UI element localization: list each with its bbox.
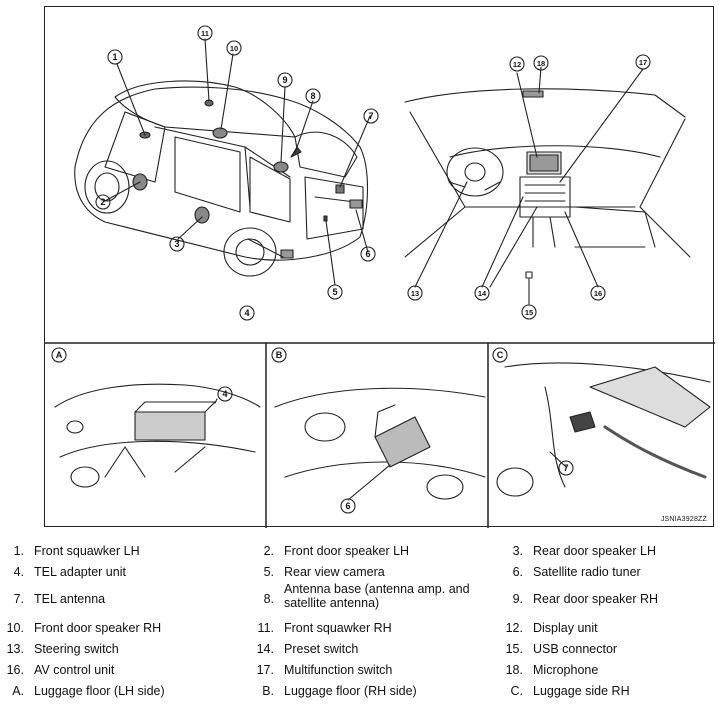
- panel-a-callout: 4: [222, 389, 227, 399]
- callout-2: 2: [100, 197, 105, 207]
- panel-b-illustration: [274, 387, 486, 514]
- legend-item-label: TEL antenna: [34, 592, 106, 606]
- legend-item-label: Front door speaker LH: [284, 544, 410, 558]
- legend-item-number: 11.: [257, 621, 274, 635]
- legend-item-label: Front door speaker RH: [34, 621, 162, 635]
- callout-14: 14: [478, 289, 487, 298]
- legend-item-number: 8.: [263, 592, 274, 606]
- legend-item-label: Microphone: [533, 663, 599, 677]
- legend-item-label: USB connector: [533, 642, 618, 656]
- callout-1: 1: [112, 52, 117, 62]
- legend-item-number: 5.: [263, 565, 274, 579]
- legend-item-number: C.: [510, 684, 524, 698]
- callout-12: 12: [513, 60, 521, 69]
- panel-a-letter: A: [56, 350, 63, 360]
- legend-item-label: Antenna base (antenna amp. and satellite…: [284, 582, 470, 610]
- legend-item-number: 2.: [263, 544, 274, 558]
- legend-item-number: 10.: [6, 621, 24, 635]
- callout-17: 17: [639, 58, 647, 67]
- legend-item-number: 12.: [505, 621, 523, 635]
- legend-item-number: 15.: [505, 642, 523, 656]
- callout-3: 3: [174, 239, 179, 249]
- vehicle-exterior-illustration: [74, 38, 371, 286]
- legend-item-label: Luggage floor (LH side): [34, 684, 165, 698]
- legend-item-number: 18.: [505, 663, 523, 677]
- legend-item-label: TEL adapter unit: [34, 565, 126, 579]
- legend-item-number: 6.: [512, 565, 523, 579]
- legend-row: 7. TEL antenna 8. Antenna base (antenna amp…: [0, 582, 719, 610]
- callout-10: 10: [230, 44, 238, 53]
- callout-9: 9: [282, 75, 287, 85]
- component-location-figure: 1 2 3 4 5 6 7 8 9 10 11 12 13 14 15 16 1…: [44, 6, 715, 528]
- legend-row: 16. AV control unit 17. Multifunction switc…: [0, 660, 719, 680]
- legend-item-label: Front squawker LH: [34, 544, 140, 558]
- callout-16: 16: [594, 289, 602, 298]
- legend-item-number: 9.: [512, 592, 523, 606]
- panel-c-illustration: [496, 362, 711, 497]
- legend-item-number: 17.: [256, 663, 274, 677]
- vehicle-interior-illustration: [404, 66, 691, 305]
- legend-item-number: 14.: [256, 642, 274, 656]
- legend-item-label: AV control unit: [34, 663, 115, 677]
- panel-c-letter: C: [497, 350, 504, 360]
- legend-item-number: 4.: [13, 565, 24, 579]
- figure-code: JSNIA3928ZZ: [660, 516, 707, 523]
- legend-item-number: 3.: [512, 544, 523, 558]
- legend-item-label: Steering switch: [34, 642, 119, 656]
- panel-c-callout: 7: [563, 463, 568, 473]
- legend-item-label: Satellite radio tuner: [533, 565, 641, 579]
- callout-15: 15: [525, 308, 533, 317]
- legend-row: 10. Front door speaker RH 11. Front squawke…: [0, 618, 719, 638]
- legend-row: 1. Front squawker LH 2. Front door speaker …: [0, 541, 719, 561]
- callout-8: 8: [310, 91, 315, 101]
- legend-item-label: Luggage side RH: [533, 684, 630, 698]
- legend-row: A. Luggage floor (LH side) B. Luggage floor…: [0, 681, 719, 701]
- legend-item-number: A.: [12, 684, 24, 698]
- callout-18: 18: [537, 59, 545, 68]
- panel-b-callout: 6: [345, 501, 350, 511]
- legend-item-label: Front squawker RH: [284, 621, 392, 635]
- legend-item-label: Rear door speaker RH: [533, 592, 659, 606]
- callout-6: 6: [365, 249, 370, 259]
- legend-item-label: Multifunction switch: [284, 663, 393, 677]
- legend-row: 4. TEL adapter unit 5. Rear view camera 6. Sa…: [0, 562, 719, 582]
- callout-4: 4: [244, 308, 249, 318]
- legend-item-label: Display unit: [533, 621, 598, 635]
- legend-item-label: Rear view camera: [284, 565, 385, 579]
- exterior-callouts: [95, 25, 379, 321]
- legend-item-number: 1.: [13, 544, 24, 558]
- legend-item-number: 7.: [13, 592, 24, 606]
- callout-7: 7: [368, 111, 373, 121]
- legend-item-label: Rear door speaker LH: [533, 544, 656, 558]
- interior-callouts: [407, 54, 651, 320]
- panel-a-illustration: [54, 383, 261, 488]
- callout-11: 11: [201, 29, 209, 38]
- callout-5: 5: [332, 287, 337, 297]
- legend-item-label: Luggage floor (RH side): [284, 684, 417, 698]
- legend-item-number: B.: [262, 684, 274, 698]
- legend-item-number: 13.: [6, 642, 24, 656]
- callout-13: 13: [411, 289, 419, 298]
- panel-b-letter: B: [276, 350, 283, 360]
- legend-item-label: Preset switch: [284, 642, 359, 656]
- figure-drawing: 1 2 3 4 5 6 7 8 9 10 11 12 13 14 15 16 1…: [45, 25, 715, 528]
- legend-item-number: 16.: [6, 663, 24, 677]
- legend-row: 13. Steering switch 14. Preset switch 15. USB…: [0, 639, 719, 659]
